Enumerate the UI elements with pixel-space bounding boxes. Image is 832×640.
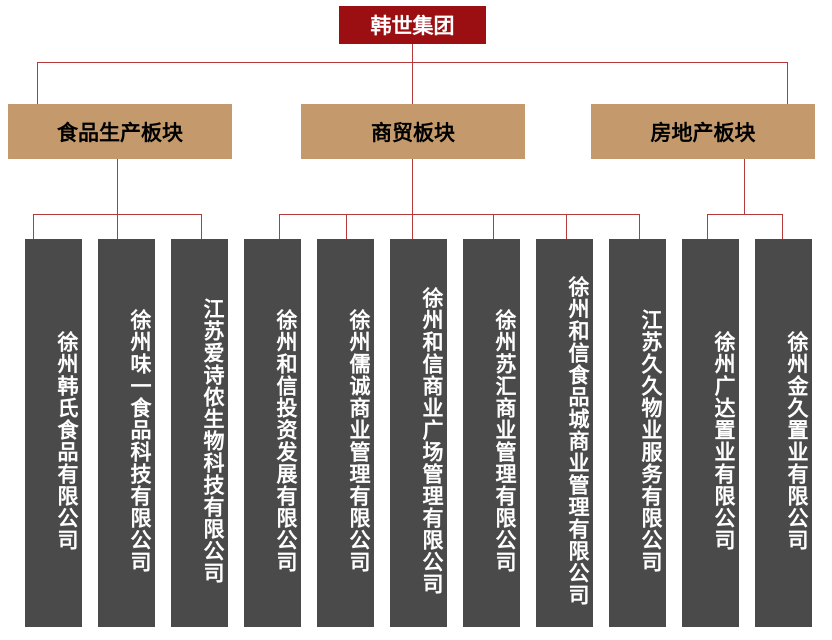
division-trade: 商贸板块 [301, 104, 525, 159]
connector-realestate-down [744, 159, 745, 214]
company-node: 徐州儒诚商业管理有限公司 [317, 239, 374, 627]
connector-realestate-c1 [707, 214, 708, 239]
company-node: 江苏爱诗侬生物科技有限公司 [171, 239, 228, 627]
connector-food-c1 [33, 214, 34, 239]
division-real-estate: 房地产板块 [591, 104, 815, 159]
org-root-node: 韩世集团 [339, 6, 486, 44]
connector-trade-c2 [346, 214, 347, 239]
connector-to-trade-division [412, 62, 413, 104]
connector-trade-c3 [412, 214, 413, 239]
connector-food-down [117, 159, 118, 214]
connector-realestate-bus [707, 214, 783, 215]
division-food-production: 食品生产板块 [8, 104, 232, 159]
connector-root-down [412, 44, 413, 62]
company-node: 徐州和信商业广场管理有限公司 [390, 239, 447, 627]
connector-to-realestate-division [787, 62, 788, 104]
company-node: 徐州苏汇商业管理有限公司 [463, 239, 520, 627]
company-node: 徐州味一食品科技有限公司 [98, 239, 155, 627]
company-node: 徐州韩氏食品有限公司 [25, 239, 82, 627]
company-node: 徐州和信食品城商业管理有限公司 [536, 239, 593, 627]
connector-realestate-c2 [782, 214, 783, 239]
connector-trade-down [412, 159, 413, 214]
company-node: 江苏久久物业服务有限公司 [609, 239, 666, 627]
connector-to-food-division [37, 62, 38, 104]
connector-food-c2 [117, 214, 118, 239]
connector-trade-c4 [493, 214, 494, 239]
connector-trade-c1 [279, 214, 280, 239]
company-node: 徐州和信投资发展有限公司 [244, 239, 301, 627]
connector-trade-bus [279, 214, 640, 215]
company-node: 徐州金久置业有限公司 [755, 239, 812, 627]
connector-food-c3 [201, 214, 202, 239]
company-node: 徐州广达置业有限公司 [682, 239, 739, 627]
connector-trade-c6 [639, 214, 640, 239]
connector-trade-c5 [566, 214, 567, 239]
